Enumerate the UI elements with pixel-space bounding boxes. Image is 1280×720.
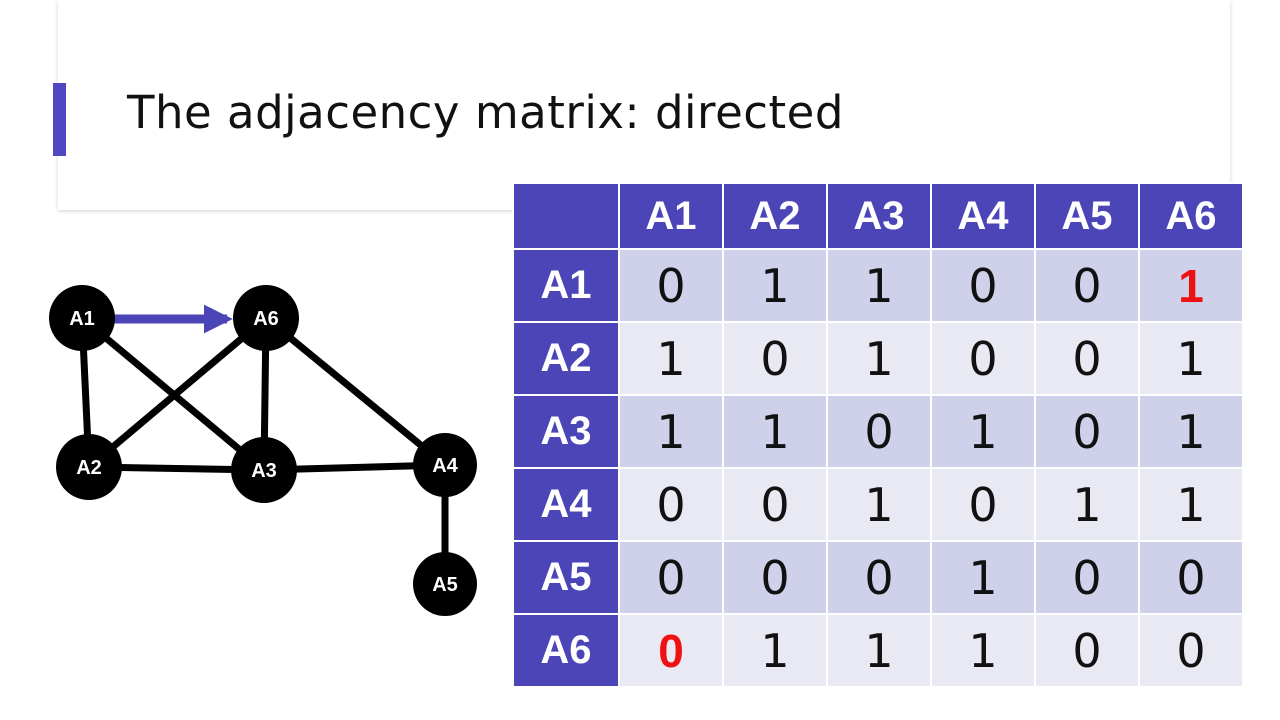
edge-a6-a2 bbox=[86, 315, 269, 470]
matrix-row-a5: A5 0 0 0 1 0 0 bbox=[512, 540, 1244, 615]
row-header: A2 bbox=[512, 321, 620, 396]
matrix-cell: 0 bbox=[930, 248, 1036, 323]
row-header: A5 bbox=[512, 540, 620, 615]
matrix-cell: 0 bbox=[722, 321, 828, 396]
column-header: A2 bbox=[722, 182, 828, 250]
row-header: A1 bbox=[512, 248, 620, 323]
matrix-cell: 0 bbox=[618, 467, 724, 542]
matrix-row-a6: A6 0 1 1 1 0 0 bbox=[512, 613, 1244, 688]
matrix-cell: 1 bbox=[618, 394, 724, 469]
node-label: A1 bbox=[69, 308, 95, 330]
matrix-cell: 1 bbox=[826, 613, 932, 688]
graph-diagram: A1 A2 A3 A4 A5 A6 bbox=[49, 285, 477, 616]
matrix-cell: 1 bbox=[722, 613, 828, 688]
node-a4: A4 bbox=[413, 433, 477, 497]
row-header: A6 bbox=[512, 613, 620, 688]
matrix-cell: 1 bbox=[1138, 467, 1244, 542]
node-label: A5 bbox=[432, 574, 458, 596]
column-header: A1 bbox=[618, 182, 724, 250]
matrix-cell: 0 bbox=[618, 248, 724, 323]
slide-title: The adjacency matrix: directed bbox=[127, 86, 844, 139]
matrix-row-a2: A2 1 0 1 0 0 1 bbox=[512, 321, 1244, 396]
column-header: A3 bbox=[826, 182, 932, 250]
matrix-cell: 0 bbox=[930, 321, 1036, 396]
matrix-corner-cell bbox=[512, 182, 620, 250]
matrix-header-row: A1 A2 A3 A4 A5 A6 bbox=[512, 182, 1244, 250]
matrix-cell: 0 bbox=[722, 540, 828, 615]
matrix-cell-highlighted: 0 bbox=[618, 613, 724, 688]
node-a2: A2 bbox=[56, 434, 122, 500]
adjacency-matrix: A1 A2 A3 A4 A5 A6 A1 0 1 1 0 0 1 A2 1 0 bbox=[512, 182, 1244, 688]
matrix-cell: 1 bbox=[1138, 394, 1244, 469]
edge-a6-a4 bbox=[263, 315, 448, 468]
matrix-cell: 0 bbox=[1034, 540, 1140, 615]
row-header: A4 bbox=[512, 467, 620, 542]
matrix-cell: 1 bbox=[930, 613, 1036, 688]
row-header: A3 bbox=[512, 394, 620, 469]
matrix-cell: 1 bbox=[930, 540, 1036, 615]
matrix-cell: 1 bbox=[1138, 321, 1244, 396]
column-header: A6 bbox=[1138, 182, 1244, 250]
matrix-cell: 0 bbox=[930, 467, 1036, 542]
graph-nodes: A1 A2 A3 A4 A5 A6 bbox=[49, 285, 477, 616]
matrix-cell: 0 bbox=[1034, 613, 1140, 688]
node-label: A6 bbox=[253, 308, 279, 330]
node-label: A3 bbox=[251, 460, 277, 482]
node-label: A4 bbox=[432, 455, 458, 477]
node-a5: A5 bbox=[413, 552, 477, 616]
matrix-cell: 0 bbox=[826, 540, 932, 615]
matrix-row-a3: A3 1 1 0 1 0 1 bbox=[512, 394, 1244, 469]
matrix-cell: 1 bbox=[618, 321, 724, 396]
node-a6: A6 bbox=[233, 285, 299, 351]
node-a3: A3 bbox=[231, 437, 297, 503]
matrix-cell: 1 bbox=[826, 321, 932, 396]
matrix-cell: 1 bbox=[1034, 467, 1140, 542]
matrix-cell: 0 bbox=[618, 540, 724, 615]
matrix-cell: 0 bbox=[1138, 613, 1244, 688]
matrix-cell: 0 bbox=[722, 467, 828, 542]
matrix-cell: 1 bbox=[930, 394, 1036, 469]
matrix-row-a1: A1 0 1 1 0 0 1 bbox=[512, 248, 1244, 323]
matrix-cell: 0 bbox=[826, 394, 932, 469]
matrix-cell: 1 bbox=[826, 467, 932, 542]
matrix-cell: 1 bbox=[722, 394, 828, 469]
matrix-cell: 1 bbox=[826, 248, 932, 323]
matrix-row-a4: A4 0 0 1 0 1 1 bbox=[512, 467, 1244, 542]
matrix-cell: 0 bbox=[1138, 540, 1244, 615]
matrix-cell: 1 bbox=[722, 248, 828, 323]
title-accent-bar bbox=[53, 83, 66, 156]
matrix-cell: 0 bbox=[1034, 394, 1140, 469]
column-header: A5 bbox=[1034, 182, 1140, 250]
matrix-cell-highlighted: 1 bbox=[1138, 248, 1244, 323]
title-box bbox=[58, 0, 1230, 210]
node-label: A2 bbox=[76, 457, 102, 479]
matrix-cell: 0 bbox=[1034, 321, 1140, 396]
node-a1: A1 bbox=[49, 285, 115, 351]
matrix-cell: 0 bbox=[1034, 248, 1140, 323]
column-header: A4 bbox=[930, 182, 1036, 250]
